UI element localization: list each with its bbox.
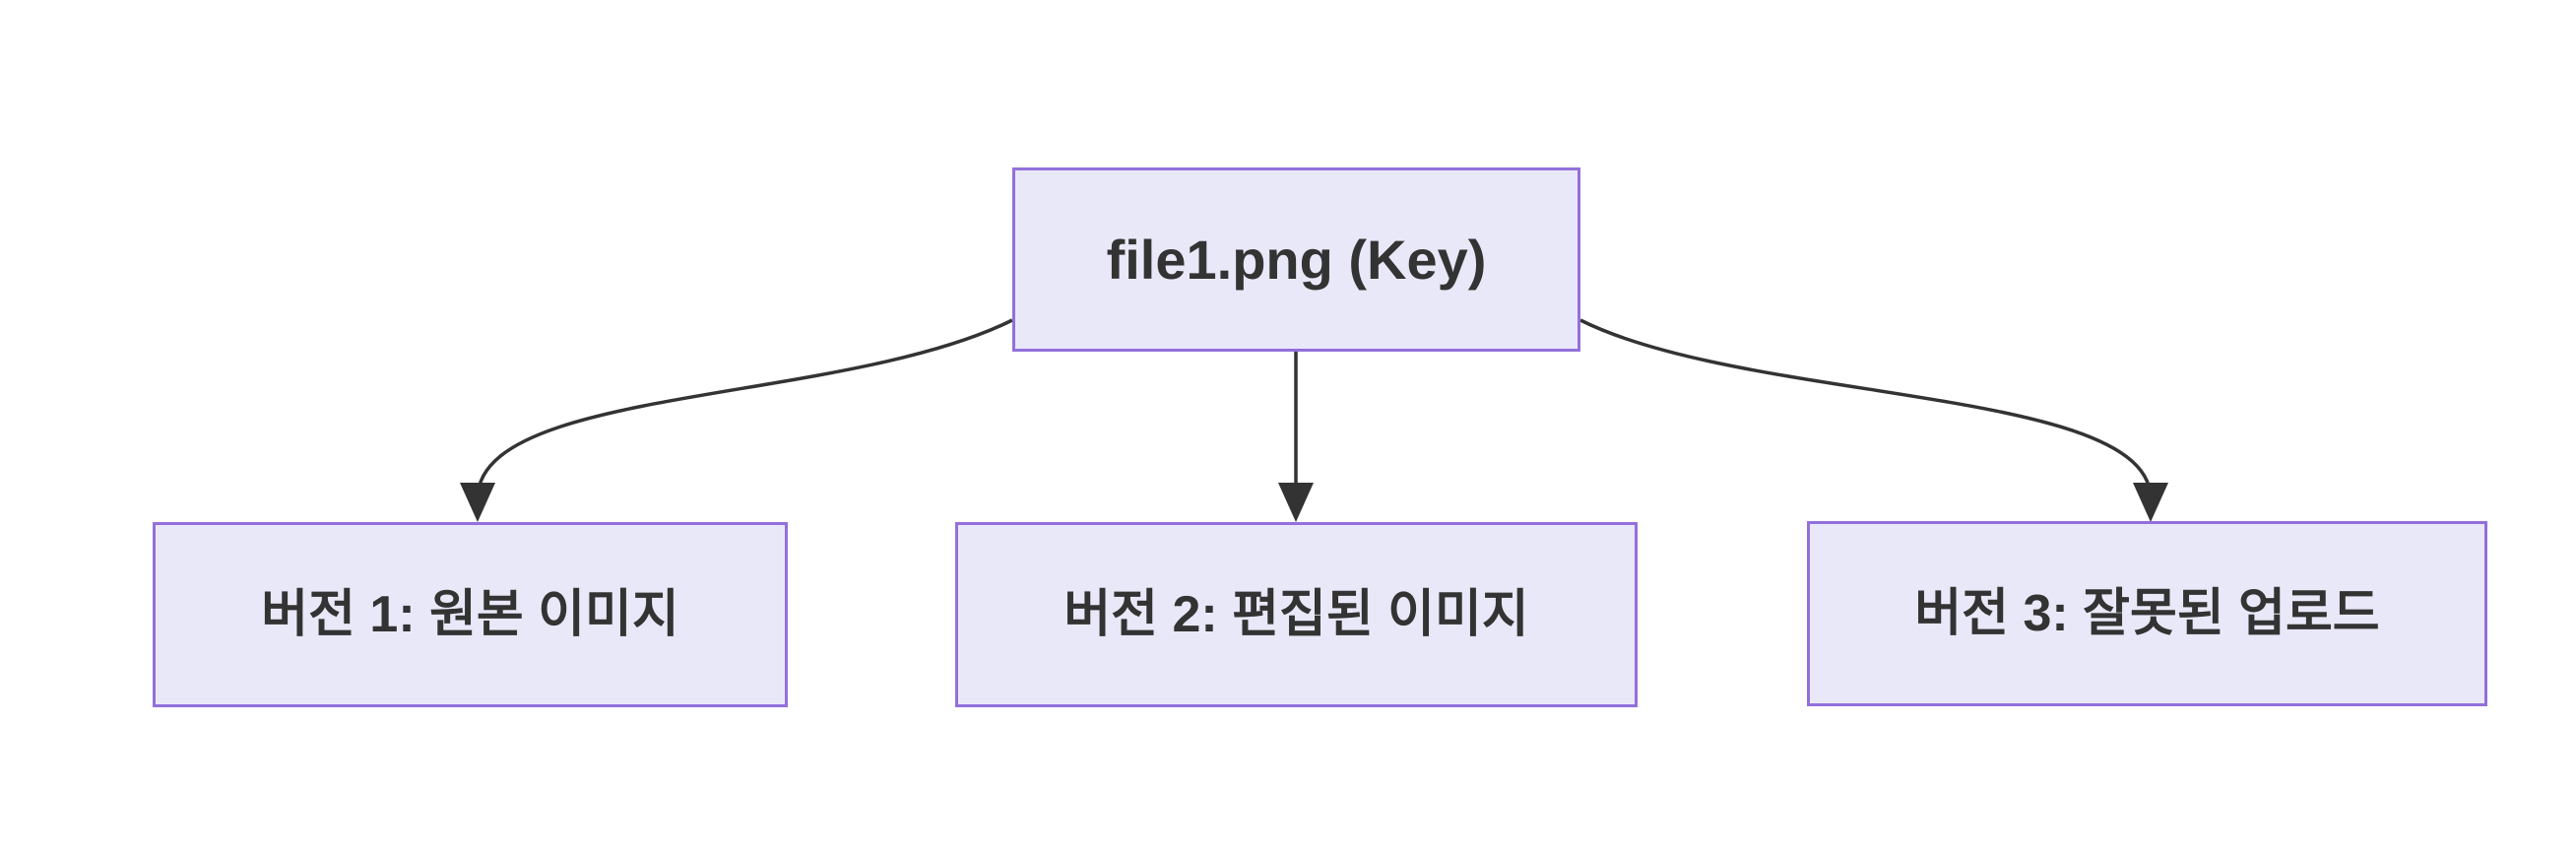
node-version-3: 버전 3: 잘못된 업로드 xyxy=(1807,521,2487,706)
edge-root-v1 xyxy=(476,318,1013,498)
node-file1-key: file1.png (Key) xyxy=(1012,167,1580,352)
node-version-2: 버전 2: 편집된 이미지 xyxy=(955,522,1638,707)
arrowhead-v2-icon xyxy=(1278,483,1314,522)
arrowhead-v3-icon xyxy=(2133,483,2168,522)
node-version-2-label: 버전 2: 편집된 이미지 xyxy=(1063,585,1529,643)
node-version-1-label: 버전 1: 원본 이미지 xyxy=(261,585,679,643)
node-version-1: 버전 1: 원본 이미지 xyxy=(153,522,788,707)
node-file1-key-label: file1.png (Key) xyxy=(1106,228,1487,291)
edge-root-v3 xyxy=(1579,318,2153,498)
node-version-3-label: 버전 3: 잘못된 업로드 xyxy=(1914,584,2380,642)
arrowhead-v1-icon xyxy=(460,483,495,522)
